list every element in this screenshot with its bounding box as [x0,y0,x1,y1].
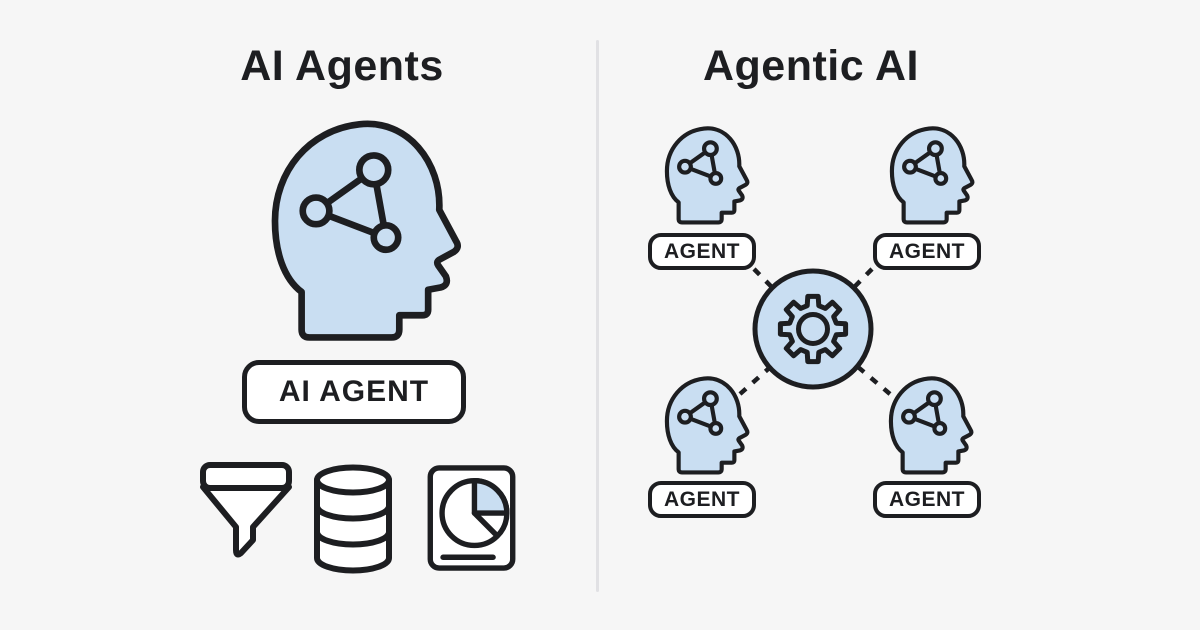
agent-head-icon-top-right [888,127,976,225]
database-icon [314,464,392,574]
agent-head-icon-bottom-right [887,377,975,475]
ai-agent-label-text: AI AGENT [278,375,430,408]
dashed-connection-lines [738,267,892,396]
left-panel-ai-agents: AI Agents AI AGENT [0,0,598,630]
agent-head-icon-bottom-left [663,377,751,475]
head-profile-with-neural-network-icon [266,121,466,343]
agent-label-text: AGENT [889,239,965,263]
gear-icon [752,268,874,390]
right-panel-agentic-ai: Agentic AI AGENT A [598,0,1200,630]
agent-head-icon-top-left [663,127,751,225]
agent-label-bottom-right: AGENT [873,481,981,518]
funnel-icon [200,462,292,558]
agent-label-text: AGENT [664,487,740,511]
pie-chart-report-icon [427,465,516,571]
panel-divider [596,40,599,592]
agent-label-bottom-left: AGENT [648,481,756,518]
agent-label-top-right: AGENT [873,233,981,270]
right-panel-title: Agentic AI [702,42,920,90]
agent-label-text: AGENT [889,487,965,511]
agent-label-text: AGENT [664,239,740,263]
agent-label-top-left: AGENT [648,233,756,270]
left-panel-title: AI Agents [240,42,444,90]
ai-agent-label: AI AGENT [242,360,466,424]
